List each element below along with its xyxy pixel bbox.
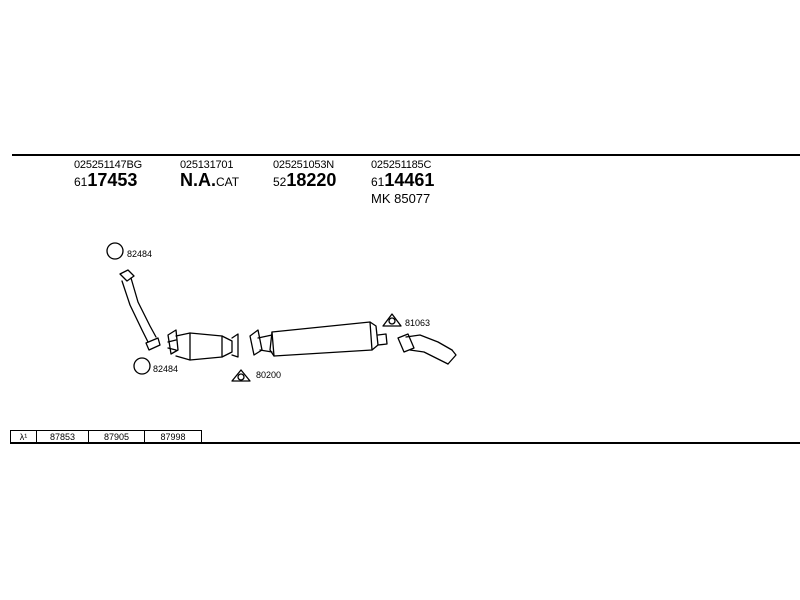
callout-gasket-bottom-front: 82484 bbox=[153, 364, 179, 374]
part-front-pipe: 025251147BG 6117453 bbox=[74, 159, 142, 189]
front-pipe-icon bbox=[119, 269, 161, 351]
callout-gasket-cat: 80200 bbox=[256, 370, 282, 380]
part-number: N.A.CAT bbox=[180, 171, 239, 189]
mounting-kit-number: MK 85077 bbox=[371, 191, 431, 206]
part-middle-silencer: 025251053N 5218220 bbox=[273, 159, 336, 189]
callout-gasket-rear: 81063 bbox=[405, 318, 431, 328]
part-catalyst: 025131701 N.A.CAT bbox=[180, 159, 239, 189]
part-prefix: 52 bbox=[273, 175, 287, 189]
flange-gasket-icon bbox=[231, 369, 251, 382]
part-main: 17453 bbox=[87, 170, 138, 190]
gasket-ring-icon bbox=[106, 242, 124, 260]
oem-number: 025251147BG bbox=[74, 159, 142, 171]
middle-silencer-icon bbox=[249, 321, 388, 357]
part-rear-silencer: 025251185C 6114461 MK 85077 bbox=[371, 159, 434, 206]
oem-number: 025251185C bbox=[371, 159, 432, 171]
oem-number: 025131701 bbox=[180, 159, 234, 171]
part-number: 5218220 bbox=[273, 171, 336, 189]
part-number: 6114461 bbox=[371, 171, 434, 189]
flange-gasket-icon bbox=[382, 313, 402, 327]
legend-item: 87998 bbox=[160, 432, 186, 442]
legend-item: 87905 bbox=[89, 431, 145, 443]
legend-item: 87853 bbox=[37, 431, 89, 443]
part-main: 14461 bbox=[384, 170, 435, 190]
part-prefix: 61 bbox=[371, 175, 385, 189]
lambda-legend: λ¹ 87853 87905 87998 bbox=[10, 430, 202, 444]
gasket-ring-icon bbox=[133, 357, 151, 375]
rear-tailpipe-icon bbox=[397, 333, 457, 365]
part-main: N.A. bbox=[180, 170, 216, 190]
top-rule bbox=[12, 154, 800, 156]
bottom-rule bbox=[10, 442, 800, 444]
catalytic-converter-icon bbox=[167, 329, 239, 361]
part-number: 6117453 bbox=[74, 171, 142, 189]
part-main: 18220 bbox=[286, 170, 337, 190]
part-prefix: 61 bbox=[74, 175, 88, 189]
part-suffix: CAT bbox=[216, 175, 240, 189]
callout-gasket-top-front: 82484 bbox=[127, 249, 153, 259]
oem-number: 025251053N bbox=[273, 159, 335, 171]
lambda-symbol: λ¹ bbox=[11, 431, 37, 443]
